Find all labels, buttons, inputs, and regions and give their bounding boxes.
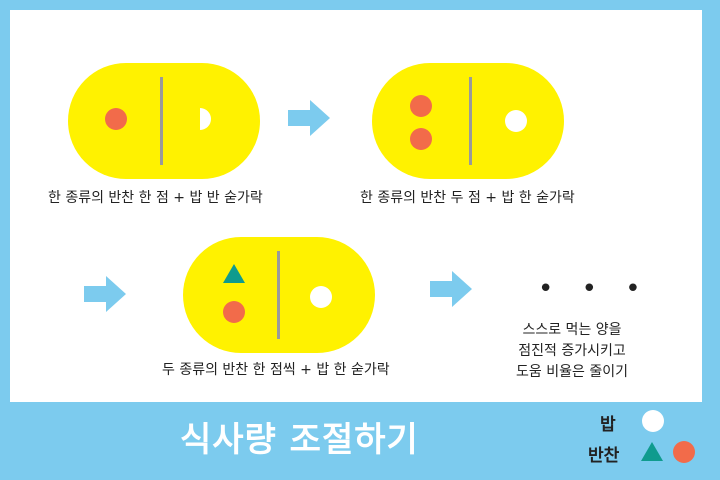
legend-rice-icon bbox=[642, 410, 664, 432]
caption-step3: 두 종류의 반찬 한 점씩 + 밥 한 숟가락 bbox=[162, 362, 390, 378]
arrow-right-icon bbox=[430, 271, 472, 307]
note-line: 스스로 먹는 양을 bbox=[522, 322, 622, 338]
continuation-note: 스스로 먹는 양을 점진적 증가시키고 도움 비율은 줄이기 bbox=[472, 320, 672, 383]
plate-step3 bbox=[183, 237, 375, 353]
plate-divider bbox=[277, 251, 280, 339]
caption-step2: 한 종류의 반찬 두 점 + 밥 한 숟가락 bbox=[360, 190, 575, 206]
plate-step1 bbox=[68, 63, 260, 179]
arrow-right-icon bbox=[84, 276, 126, 312]
page-title: 식사량 조절하기 bbox=[180, 420, 419, 460]
side-dish-orange bbox=[105, 108, 127, 130]
rice-half-spoon bbox=[200, 108, 211, 130]
legend-side-label: 반찬 bbox=[588, 446, 620, 466]
plate-step2 bbox=[372, 63, 564, 179]
note-line: 점진적 증가시키고 bbox=[518, 343, 626, 359]
side-dish-teal-triangle bbox=[223, 264, 245, 283]
rice-spoon bbox=[505, 110, 527, 132]
plate-divider bbox=[469, 77, 472, 165]
side-dish-orange bbox=[410, 128, 432, 150]
caption-step1: 한 종류의 반찬 한 점 + 밥 반 숟가락 bbox=[48, 190, 263, 206]
side-dish-orange bbox=[410, 95, 432, 117]
rice-spoon bbox=[310, 286, 332, 308]
ellipsis: • • • bbox=[538, 274, 651, 304]
plate-divider bbox=[160, 77, 163, 165]
arrow-right-icon bbox=[288, 100, 330, 136]
legend-side-triangle-icon bbox=[641, 442, 663, 461]
legend-side-circle-icon bbox=[673, 441, 695, 463]
note-line: 도움 비율은 줄이기 bbox=[516, 364, 628, 380]
legend-rice-label: 밥 bbox=[600, 415, 616, 435]
side-dish-orange bbox=[223, 301, 245, 323]
